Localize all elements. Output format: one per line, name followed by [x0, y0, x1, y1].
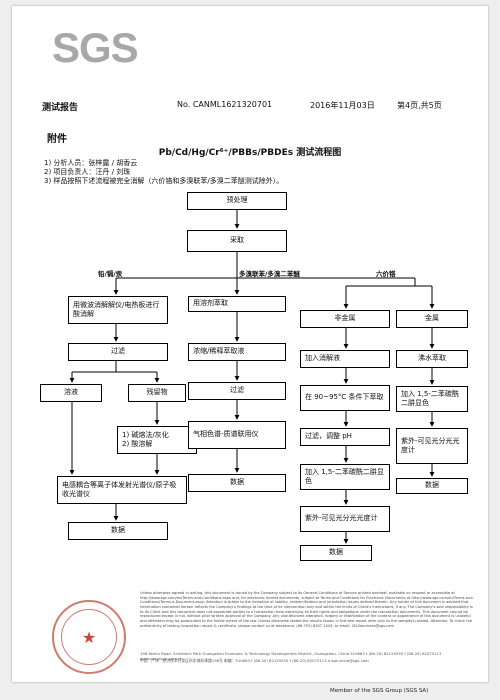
box-pbb-data: 数据 — [188, 474, 286, 492]
box-residue: 残留物 — [128, 384, 186, 402]
section-label-metals: 铅/镉/汞 — [98, 270, 123, 278]
report-date: 2016年11月03日 — [310, 101, 375, 110]
box-solution: 溶液 — [40, 384, 102, 402]
address-english: 198 Kezhu Road, Scientech Park Guangzhou… — [140, 651, 442, 661]
box-heat-extraction: 在 90~95°C 条件下萃取 — [300, 385, 390, 411]
box-solvent-extraction: 用溶剂萃取 — [188, 296, 286, 312]
info-line-analysts: 1) 分析人员：张梓露 / 胡香云 — [44, 159, 138, 167]
box-metal-add-dpc: 加入 1,5-二苯碳酰二肼显色 — [396, 386, 468, 412]
box-nonmetal-data: 数据 — [300, 545, 372, 561]
terms-text: Unless otherwise agreed in writing, this… — [140, 591, 474, 628]
flowchart-title: Pb/Cd/Hg/Cr⁶⁺/PBBs/PBDEs 测试流程图 — [158, 148, 342, 158]
box-filter-adjust-ph: 过滤，调整 pH — [300, 428, 390, 446]
box-boiling-water-extraction: 沸水萃取 — [396, 350, 468, 368]
box-nonmetal-uv-vis: 紫外-可见光分光光度计 — [300, 506, 390, 532]
annex-label: 附件 — [47, 134, 67, 145]
box-pretreatment: 预处理 — [187, 192, 287, 210]
section-label-cr: 六价铬 — [376, 270, 396, 278]
box-concentrate-dilute: 浓缩/稀释萃取液 — [188, 343, 286, 361]
box-gcms: 气相色谱-质谱联用仪 — [188, 421, 286, 449]
seal-star-icon: ★ — [61, 609, 117, 665]
box-sampling: 采取 — [187, 230, 287, 252]
box-nonmetal-add-dpc: 加入 1,5-二苯碳酰二肼显色 — [300, 464, 390, 490]
box-metals-filter: 过滤 — [68, 343, 168, 361]
flowchart-connectors — [69, 210, 435, 544]
box-metal: 金属 — [396, 310, 468, 328]
box-pbb-filter: 过滤 — [188, 382, 286, 400]
report-page: SGS 测试报告 No. CANML1621320701 2016年11月03日… — [12, 6, 488, 682]
sgs-logo: SGS — [52, 24, 139, 71]
sgs-membership: Member of the SGS Group (SGS SA) — [330, 688, 429, 694]
info-line-note: 3) 样品按照下述流程被完全消解（六价铬和多溴联苯/多溴二苯醚测试除外）。 — [44, 177, 284, 185]
box-metal-uv-vis: 紫外-可见光分光光度计 — [396, 428, 468, 464]
box-nonmetal: 非金属 — [300, 310, 390, 328]
info-line-manager: 2) 项目负责人：汪丹 / 刘珠 — [44, 168, 131, 176]
box-acid-digestion: 用微波消解解仪/电热板进行酸消解 — [68, 296, 168, 324]
inspection-seal: ★ — [52, 600, 126, 674]
box-metals-data: 数据 — [68, 522, 168, 540]
address-chinese: 中国 · 广州 · 经济技术开发区科学城科珠路198号 邮编：510663 t … — [140, 658, 369, 663]
report-number: No. CANML1621320701 — [177, 100, 273, 109]
report-title: 测试报告 — [42, 103, 79, 113]
box-metal-data: 数据 — [396, 478, 468, 494]
box-residue-treatment: 1) 碱熔法/灰化 2) 酸溶解 — [117, 426, 197, 454]
box-add-alkaline-digestion: 加入消解液 — [300, 350, 390, 368]
page-number: 第4页,共5页 — [397, 101, 442, 110]
section-label-pbb: 多溴联苯/多溴二苯醚 — [239, 270, 300, 278]
box-icp-aas: 电感耦合等离子体发射光谱仪/原子吸收光谱仪 — [57, 476, 187, 504]
